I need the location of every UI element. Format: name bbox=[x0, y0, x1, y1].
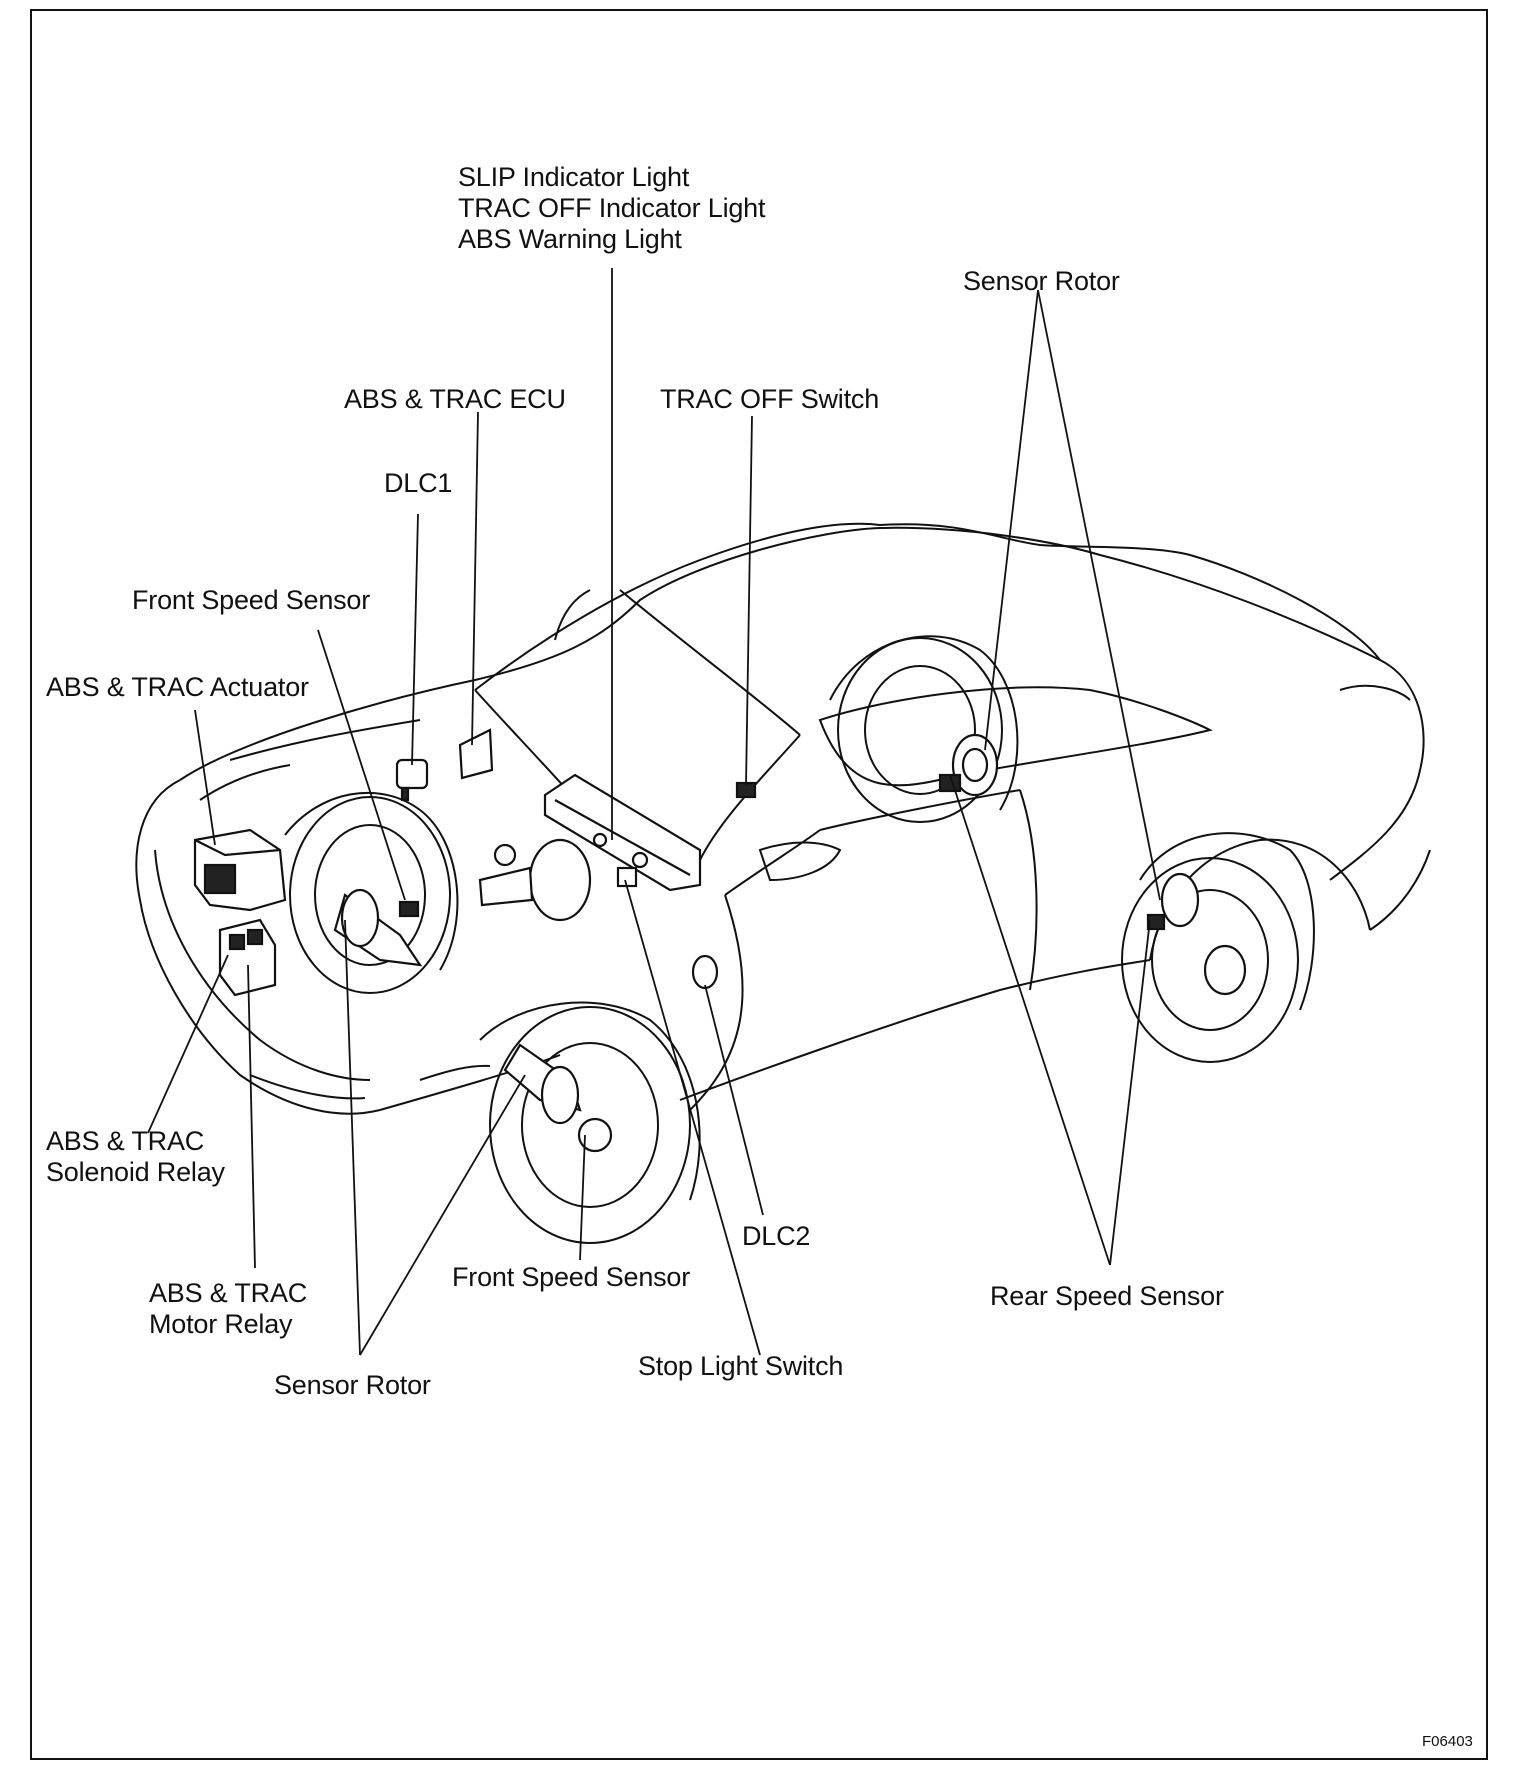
brake-booster bbox=[478, 838, 592, 922]
dlc2 bbox=[691, 954, 719, 990]
rear-right-sensor-rotor bbox=[1146, 872, 1247, 996]
front-right-sensor-rotor bbox=[503, 1043, 613, 1153]
figure-code: F06403 bbox=[1422, 1733, 1473, 1750]
label-trac-off-switch: TRAC OFF Switch bbox=[660, 384, 880, 414]
abs-trac-relays bbox=[218, 918, 277, 997]
car-body bbox=[135, 522, 1431, 1244]
front-left-sensor-rotor bbox=[333, 888, 423, 967]
label-indicator-lights: SLIP Indicator Light TRAC OFF Indicator … bbox=[458, 162, 766, 254]
label-rear-speed-sensor: Rear Speed Sensor bbox=[990, 1281, 1224, 1311]
diagram-frame bbox=[30, 9, 1488, 1760]
label-front-speed-sensor-right: Front Speed Sensor bbox=[452, 1262, 691, 1292]
abs-trac-ecu bbox=[458, 728, 494, 780]
label-sensor-rotor-front: Sensor Rotor bbox=[274, 1370, 431, 1400]
label-front-speed-sensor-left: Front Speed Sensor bbox=[132, 585, 371, 615]
label-solenoid-relay: ABS & TRAC Solenoid Relay bbox=[46, 1126, 225, 1187]
instrument-cluster bbox=[543, 773, 702, 892]
label-abs-trac-actuator: ABS & TRAC Actuator bbox=[46, 672, 309, 702]
leader-lines bbox=[147, 268, 1161, 1356]
label-abs-trac-ecu: ABS & TRAC ECU bbox=[344, 384, 566, 414]
stop-light-switch bbox=[616, 866, 638, 888]
label-motor-relay: ABS & TRAC Motor Relay bbox=[149, 1278, 308, 1339]
rear-left-sensor-rotor bbox=[938, 733, 999, 797]
abs-trac-actuator bbox=[193, 828, 287, 912]
trac-off-switch bbox=[735, 781, 757, 799]
label-sensor-rotor-rear: Sensor Rotor bbox=[963, 266, 1120, 296]
dlc1 bbox=[395, 758, 429, 802]
label-stop-light-switch: Stop Light Switch bbox=[638, 1351, 844, 1381]
label-dlc2: DLC2 bbox=[742, 1221, 811, 1251]
label-dlc1: DLC1 bbox=[384, 468, 453, 498]
